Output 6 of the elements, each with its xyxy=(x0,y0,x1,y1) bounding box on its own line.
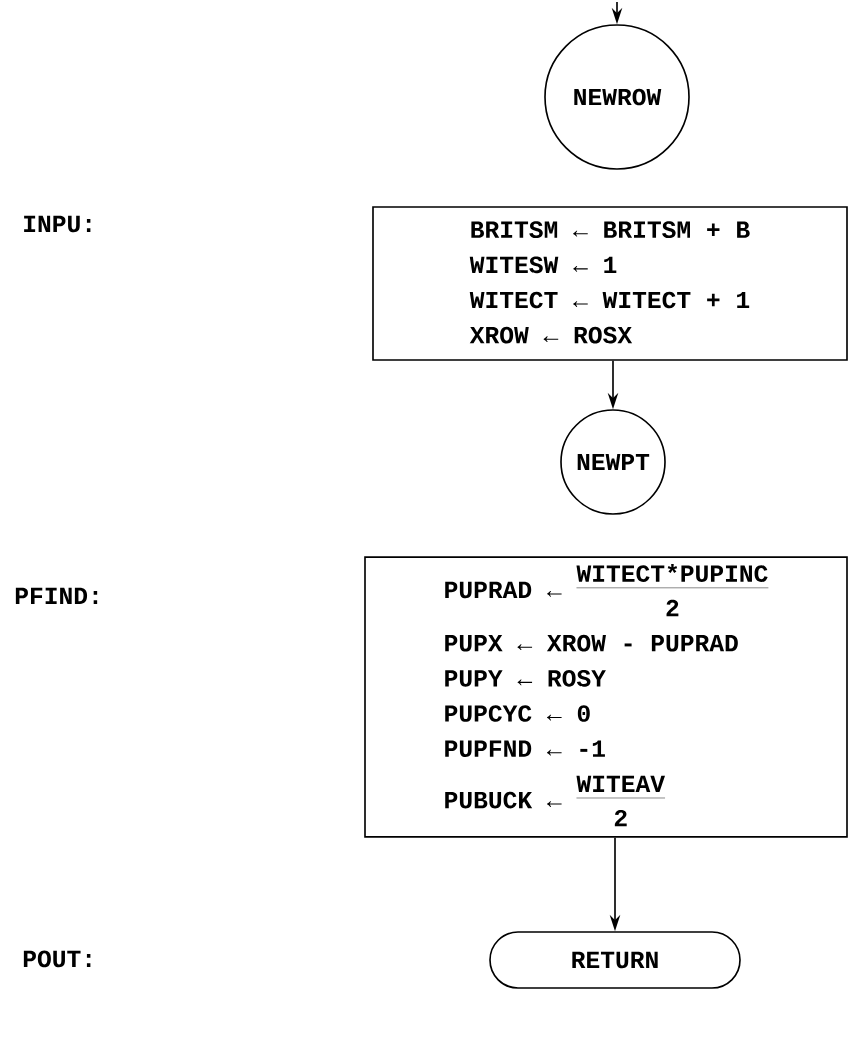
statement-label: PFIND: xyxy=(15,587,98,604)
process-box: BRITSM ← BRITSM + B WITESW ← 1 WITECT ← WITECT + 1 XROW ← ROSX xyxy=(372,206,848,361)
process-box: PUPRAD ← WITECT*PUPINC 2 PUPX ← XROW - PUPRAD PUPY ← ROSY PUPCYC ← 0 PUPFND ← -1 PUBUCK ← WITEAV 2 xyxy=(364,556,848,838)
statement-label: POUT: xyxy=(23,950,91,968)
terminal-box: RETURN xyxy=(489,931,741,989)
statement-label: INPU: xyxy=(24,215,91,233)
